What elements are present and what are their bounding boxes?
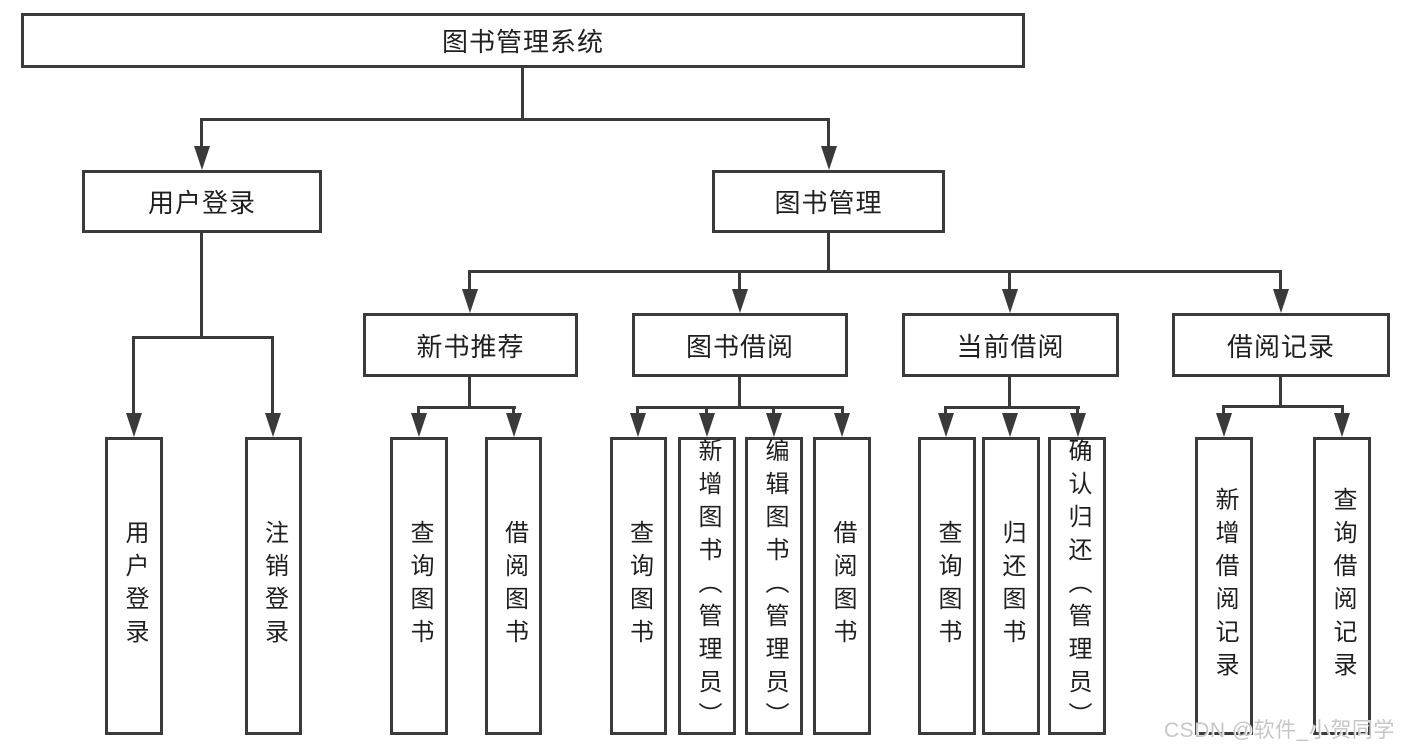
arrowhead-down-icon [1002,413,1018,437]
arrowhead-down-icon [766,413,782,437]
arrowhead-down-icon [699,413,715,437]
leaf-user-login-label: 用户登录 [121,520,148,652]
leaf-confirm-return-admin: 确认归还（管理员） [1048,437,1106,735]
leaf-borrow-books-label: 借阅图书 [829,520,856,652]
node-book-management: 图书管理 [712,170,945,233]
connector-line [705,406,708,416]
leaf-borrow-books-recommend: 借阅图书 [485,437,542,735]
arrowhead-down-icon [462,289,478,313]
connector-line [738,270,741,291]
connector-line [271,336,274,415]
connector-line [738,377,741,409]
arrowhead-down-icon [411,413,427,437]
connector-line [827,233,830,272]
connector-line [417,406,420,416]
node-current-borrow: 当前借阅 [902,313,1119,377]
leaf-logout-label: 注销登录 [260,520,288,652]
node-borrow-records-label: 借阅记录 [1226,331,1335,362]
connector-line [1076,406,1079,416]
connector-line [944,406,947,416]
arrowhead-down-icon [821,146,837,170]
connector-line [1279,377,1282,408]
node-book-borrow: 图书借阅 [632,313,848,377]
leaf-query-books-current: 查询图书 [918,437,976,735]
node-new-book-recommend: 新书推荐 [363,313,578,377]
connector-line [200,118,203,148]
leaf-user-login: 用户登录 [105,437,163,735]
connector-line [417,406,516,409]
connector-line [1222,405,1344,408]
connector-line [1008,377,1011,409]
connector-line [772,406,775,416]
arrowhead-down-icon [1216,413,1232,437]
arrowhead-down-icon [732,289,748,313]
connector-line [512,406,515,416]
connector-line [827,118,830,148]
leaf-query-books-borrow: 查询图书 [610,437,667,735]
leaf-confirm-return-admin-label: 确认归还（管理员） [1064,437,1091,735]
arrowhead-down-icon [1070,413,1086,437]
leaf-add-book-admin: 新增图书（管理员） [678,437,736,735]
arrowhead-down-icon [938,413,954,437]
connector-line [944,406,1080,409]
node-user-login-label: 用户登录 [147,188,256,218]
leaf-query-books-current-label: 查询图书 [934,520,961,652]
connector-line [1008,270,1011,291]
leaf-edit-book-admin: 编辑图书（管理员） [745,437,803,735]
arrowhead-down-icon [194,146,210,170]
arrowhead-down-icon [1334,413,1350,437]
connector-line [521,68,524,120]
leaf-borrow-books: 借阅图书 [813,437,871,735]
node-book-borrow-label: 图书借阅 [685,331,794,362]
arrowhead-down-icon [1273,289,1289,313]
leaf-add-book-admin-label: 新增图书（管理员） [694,437,721,735]
arrowhead-down-icon [265,413,281,437]
connector-line [1341,405,1344,415]
arrowhead-down-icon [630,413,646,437]
leaf-edit-book-admin-label: 编辑图书（管理员） [761,437,788,735]
connector-line [132,336,135,415]
arrowhead-down-icon [126,413,142,437]
connector-line [200,118,830,121]
connector-line [468,270,471,291]
leaf-query-borrow-record: 查询借阅记录 [1313,437,1371,735]
node-library-system: 图书管理系统 [21,13,1025,68]
arrowhead-down-icon [506,413,522,437]
leaf-add-borrow-record-label: 新增借阅记录 [1211,487,1238,685]
leaf-query-books-recommend-label: 查询图书 [406,520,433,652]
node-new-book-recommend-label: 新书推荐 [416,331,525,362]
node-current-borrow-label: 当前借阅 [956,331,1065,362]
connector-line [1279,270,1282,291]
node-borrow-records: 借阅记录 [1172,313,1390,377]
node-book-management-label: 图书管理 [774,188,883,218]
connector-line [1222,405,1225,415]
connector-line [636,406,844,409]
leaf-logout: 注销登录 [245,437,302,735]
connector-line [132,336,274,339]
connector-line [468,270,1282,273]
leaf-borrow-books-recommend-label: 借阅图书 [500,520,528,652]
leaf-query-borrow-record-label: 查询借阅记录 [1329,487,1356,685]
leaf-add-borrow-record: 新增借阅记录 [1195,437,1253,735]
watermark: CSDN @软件_小贺同学 [1164,719,1395,742]
connector-line [841,406,844,416]
arrowhead-down-icon [1002,289,1018,313]
node-user-login: 用户登录 [82,170,322,233]
leaf-return-books-label: 归还图书 [998,520,1025,652]
leaf-query-books-borrow-label: 查询图书 [625,520,653,652]
arrowhead-down-icon [834,413,850,437]
connector-line [200,233,203,339]
leaf-query-books-recommend: 查询图书 [390,437,448,735]
node-library-system-label: 图书管理系统 [441,27,604,57]
connector-line [468,377,471,409]
leaf-return-books: 归还图书 [982,437,1040,735]
connector-line [636,406,639,416]
